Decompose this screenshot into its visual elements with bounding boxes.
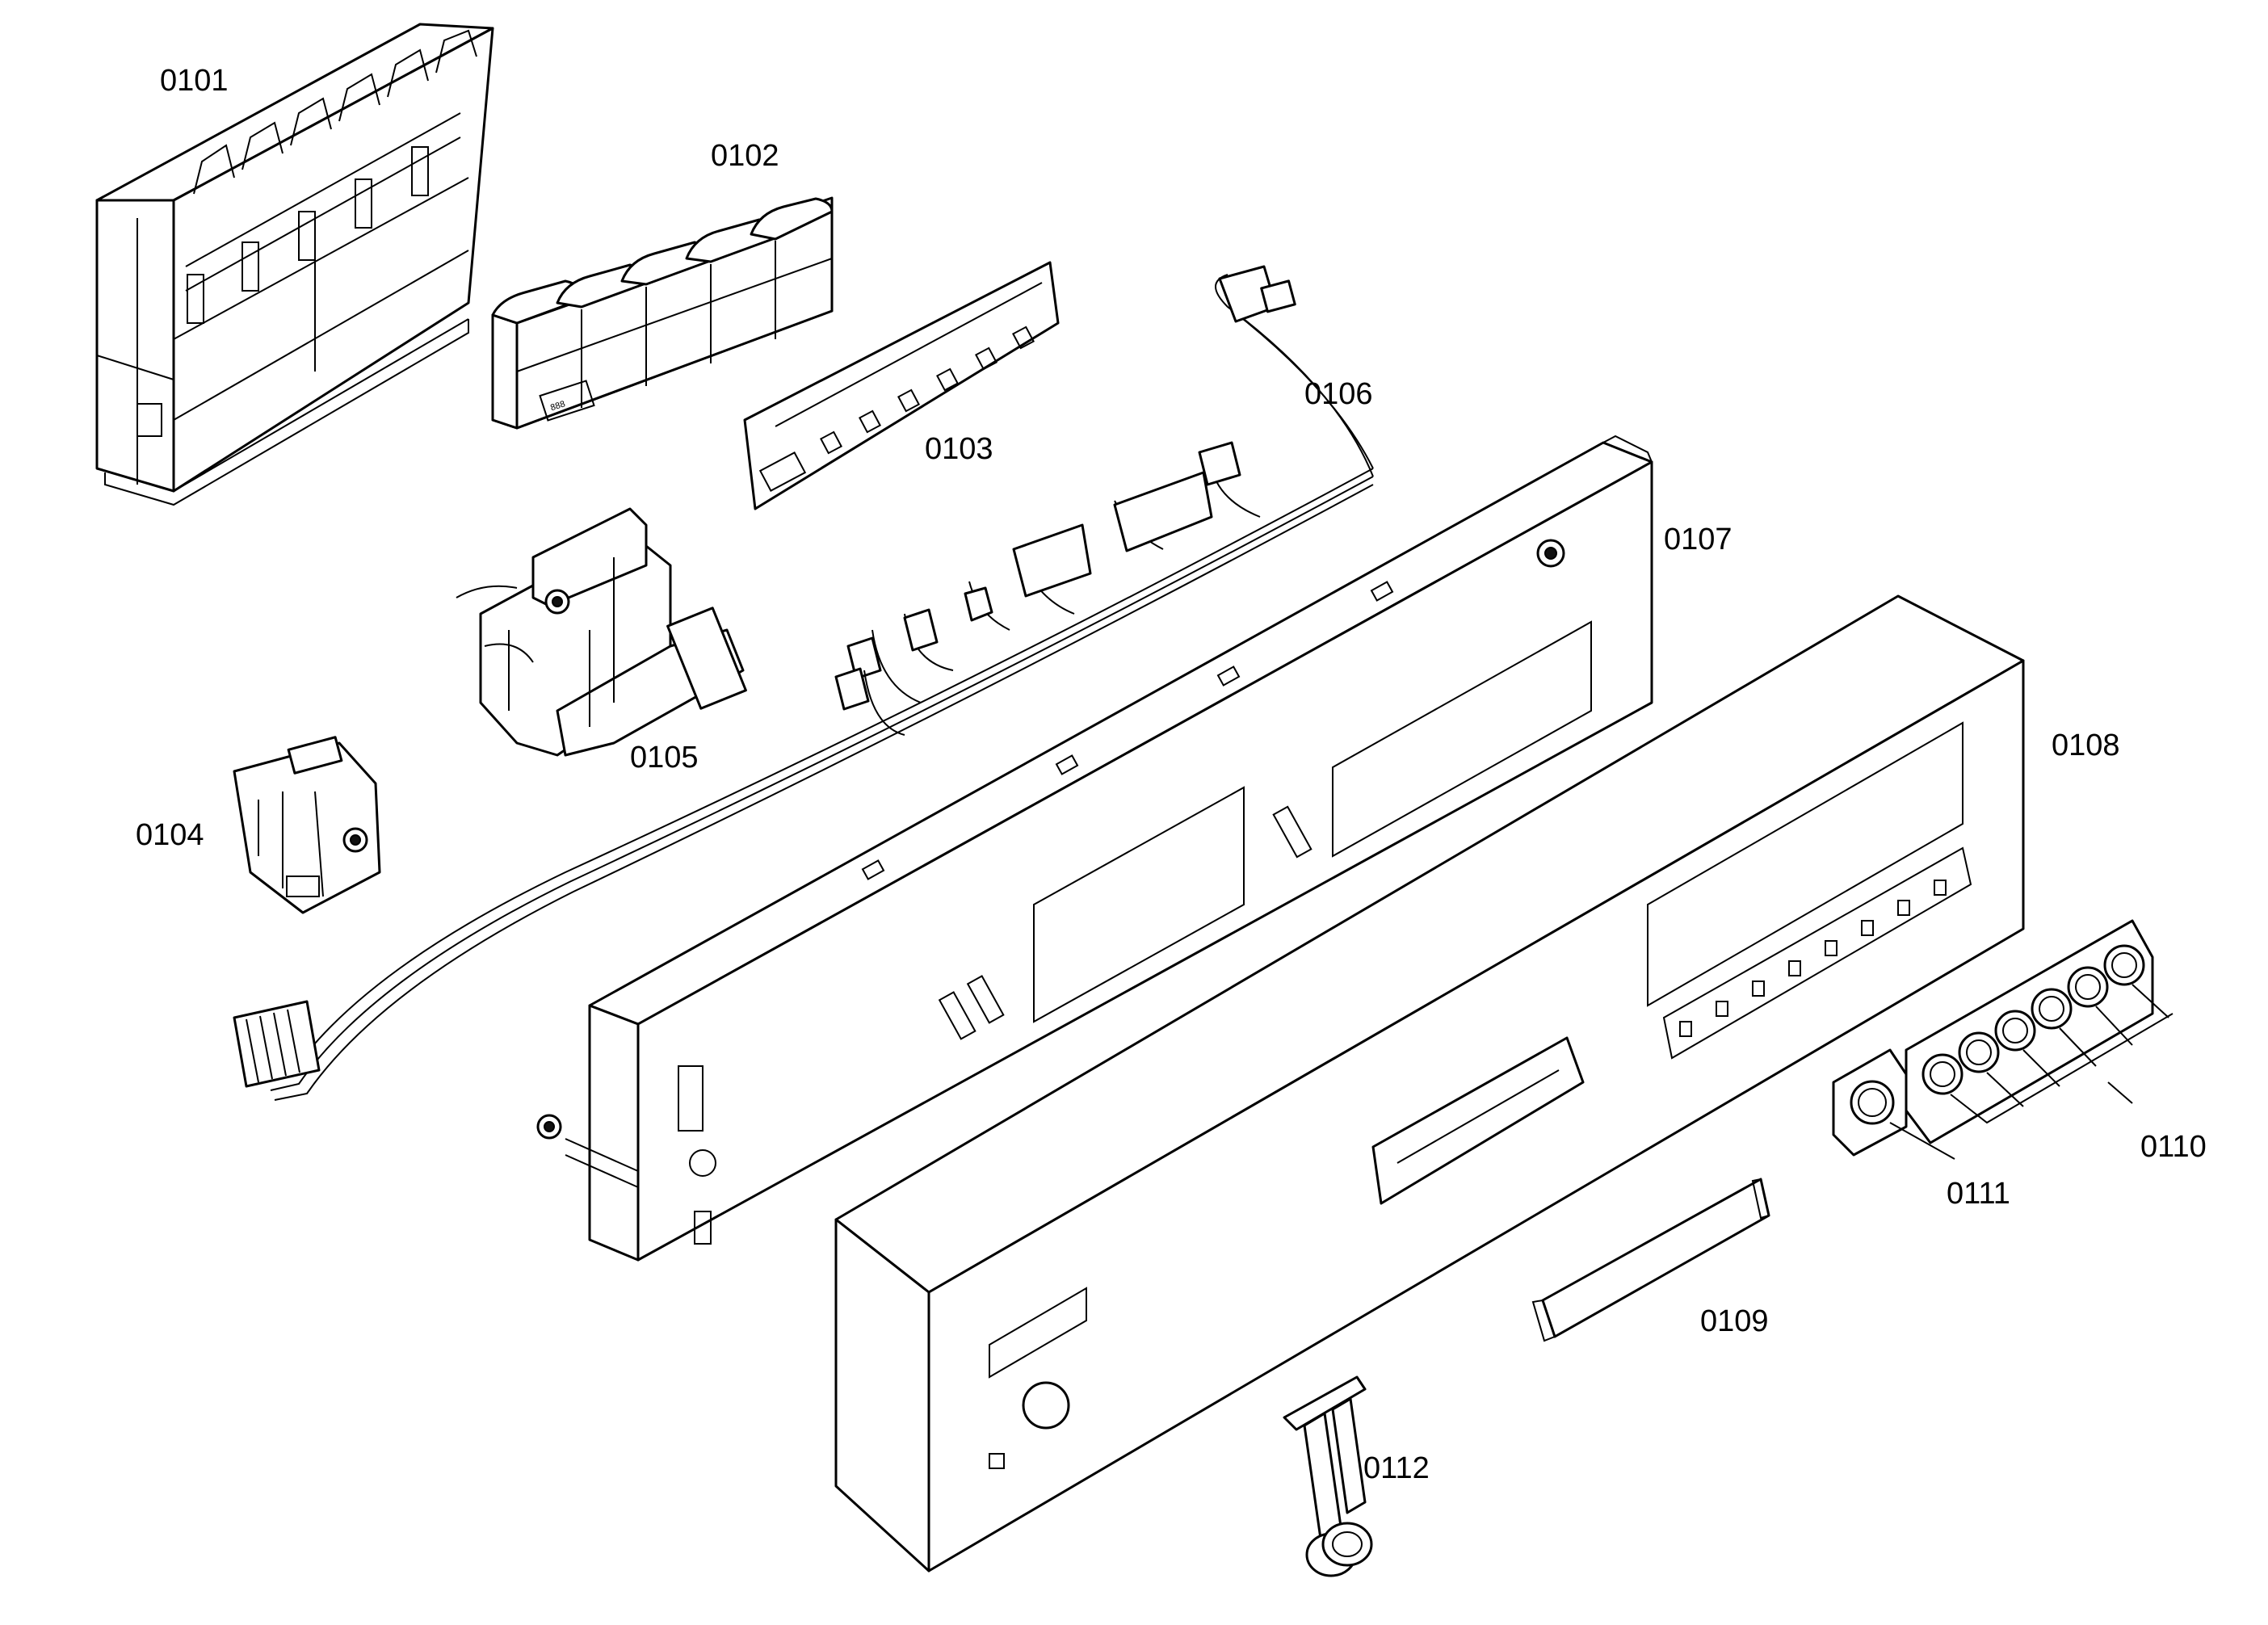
part-0112-knob-lever: 0112 (1283, 1375, 1430, 1577)
label-0104: 0104 (136, 818, 204, 852)
label-0107: 0107 (1664, 523, 1732, 556)
part-0103-symbol-strip: 0103 (743, 261, 1060, 510)
label-0110: 0110 (2140, 1130, 2207, 1164)
part-0106-wiring-harness: 0106 (233, 265, 1374, 1101)
label-0101: 0101 (160, 64, 229, 98)
part-0101-control-module: 0101 (95, 23, 494, 506)
label-0105: 0105 (630, 741, 699, 775)
label-0102: 0102 (711, 139, 779, 173)
push-buttons (1922, 944, 2145, 1095)
part-0105-door-lock: 0105 (456, 507, 747, 775)
harness-branch-connectors (834, 441, 1261, 736)
label-0111: 0111 (1947, 1177, 2010, 1211)
label-0109: 0109 (1700, 1304, 1769, 1338)
part-0108-front-panel: 0108 (834, 594, 2120, 1573)
panel-key-slots (1679, 880, 1947, 1037)
display-digits: 888 (549, 399, 566, 413)
program-symbol-icons (820, 325, 1035, 455)
part-0111-single-button: 0111 (1832, 1048, 2010, 1211)
part-0104-switch: 0104 (136, 736, 381, 914)
label-0106: 0106 (1304, 377, 1373, 411)
label-0103: 0103 (925, 432, 993, 466)
part-0109-handle-strip: 0109 (1531, 1178, 1770, 1342)
part-0107-inner-frame: 0107 (536, 435, 1732, 1262)
label-0108: 0108 (2052, 729, 2120, 762)
label-0112: 0112 (1363, 1451, 1430, 1485)
part-0102-button-carrier: 888 0102 (491, 139, 834, 430)
